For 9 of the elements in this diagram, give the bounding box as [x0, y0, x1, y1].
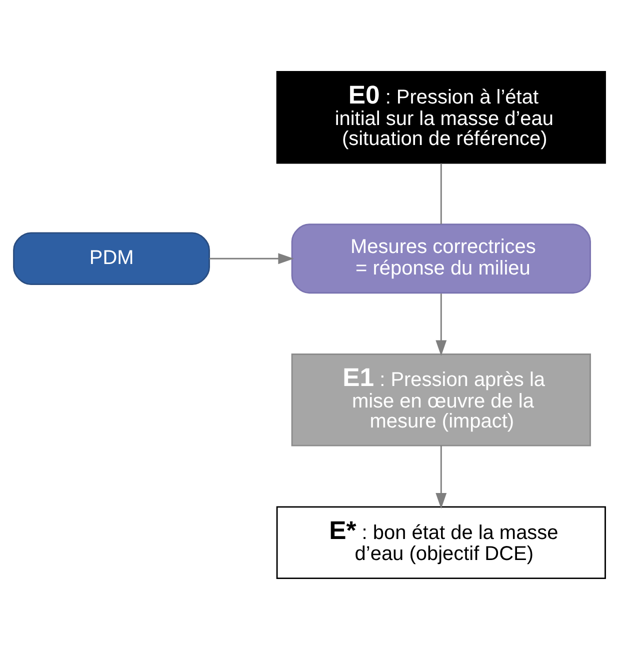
node-box: E* : bon état de la masse d’eau (objectif DCE) — [276, 506, 606, 578]
node-box: E1 : Pression après la mise en œuvre de la mesure (impact) — [291, 353, 591, 446]
node-box: Mesures correctrices = réponse du milieu — [291, 223, 591, 294]
arrow — [209, 252, 294, 264]
arrow — [436, 293, 447, 356]
connector — [440, 162, 442, 224]
node-box: E0 : Pression à l’état initial sur la masse d’eau (situation de référence) — [276, 70, 606, 164]
arrow — [436, 445, 447, 508]
node-box: PDM — [13, 232, 210, 285]
